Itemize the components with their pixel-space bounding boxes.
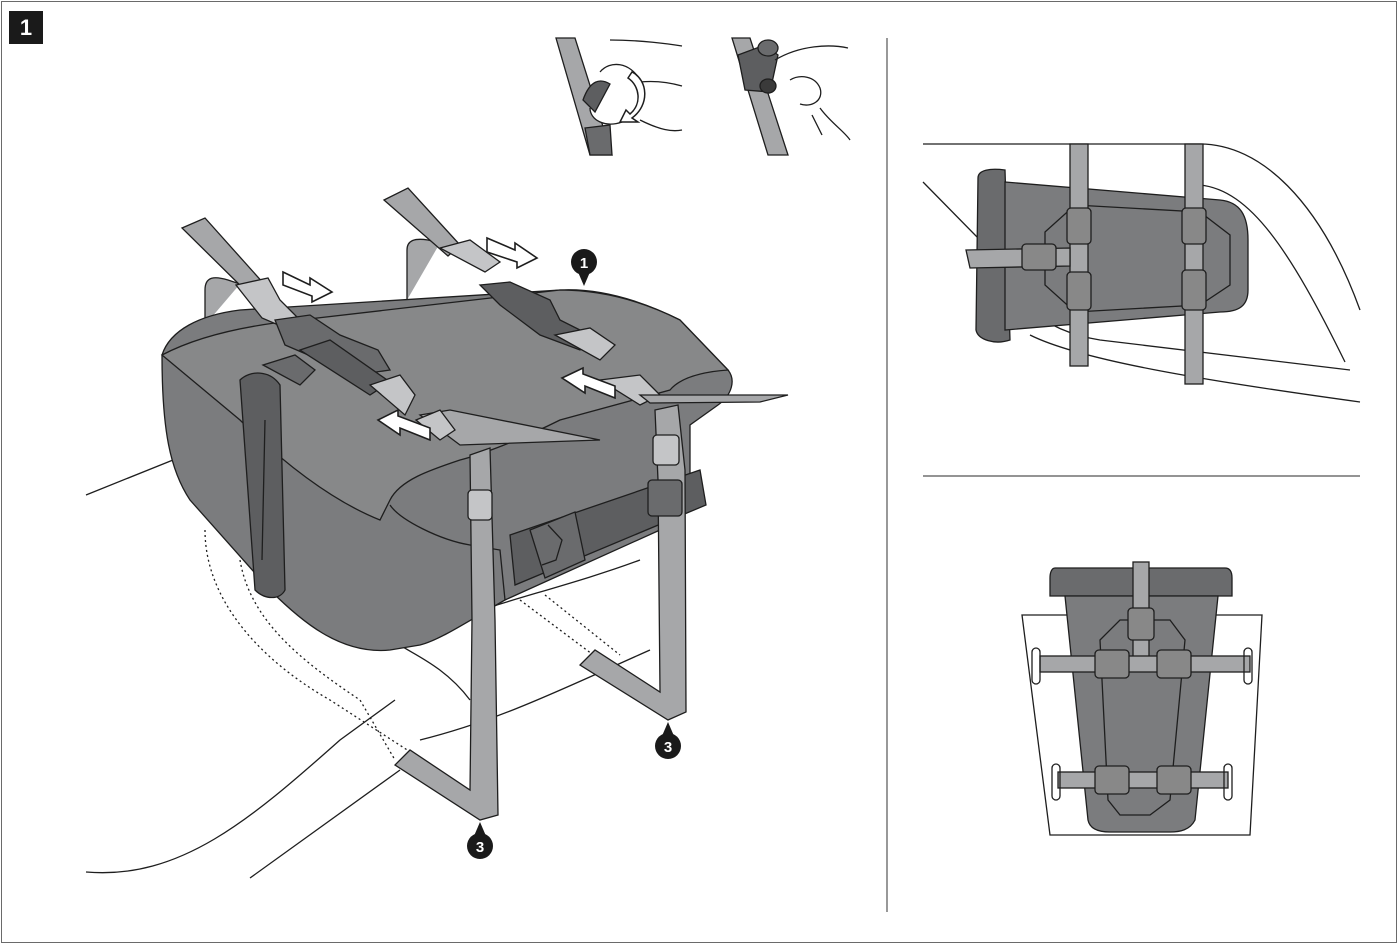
inset-hand-rotate (555, 37, 683, 156)
top-view-illustration (1021, 561, 1263, 836)
callout-3b-label: 3 (664, 739, 672, 756)
main-bag-illustration (85, 187, 789, 879)
side-view-illustration (922, 143, 1361, 403)
callout-1-label: 1 (580, 255, 588, 272)
callout-1-marker: 1 (571, 249, 597, 286)
callout-3a-label: 3 (476, 839, 484, 856)
inset-strap-keeper (731, 37, 851, 156)
callout-3a-marker: 3 (467, 822, 493, 859)
callout-3b-marker: 3 (655, 722, 681, 759)
step-number-badge: 1 (9, 11, 43, 44)
